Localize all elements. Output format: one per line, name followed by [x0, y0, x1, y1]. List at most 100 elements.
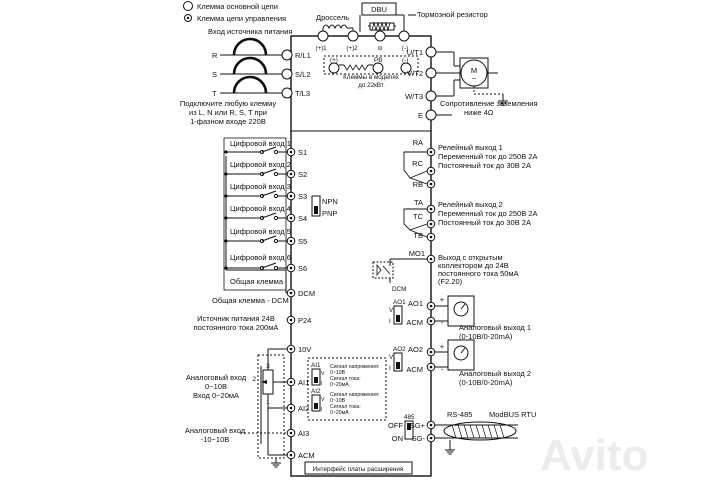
svg-text:Вход 0~20мА: Вход 0~20мА [193, 391, 239, 400]
svg-text:ModBUS RTU: ModBUS RTU [489, 410, 536, 419]
svg-text:(+): (+) [330, 57, 338, 64]
open-collector-output: MO1 DCM Выход с открытым коллектором до … [372, 249, 519, 293]
svg-text:0~10В: 0~10В [330, 398, 346, 404]
twisted-pair-shield [443, 421, 517, 441]
svg-text:из L, N или R, S, T при: из L, N или R, S, T при [189, 108, 267, 117]
svg-text:Общая клемма: Общая клемма [230, 277, 284, 286]
power-input-section: Вход источника питания R S T R/L1 S/L2 T… [180, 27, 311, 126]
svg-text:-10~10B: -10~10B [201, 435, 230, 444]
rs485-section: 485 OFF ON SG+ SG- RS-485 ModBUS RTU [388, 410, 536, 455]
svg-text:коллектором до 24В: коллектором до 24В [438, 261, 509, 270]
svg-text:MO1: MO1 [409, 249, 425, 258]
svg-text:Цифровой вход 2: Цифровой вход 2 [230, 160, 291, 169]
svg-text:+: + [440, 295, 445, 304]
svg-text:OFF: OFF [388, 421, 403, 430]
power-input-heading: Вход источника питания [208, 27, 292, 36]
svg-text:NPN: NPN [322, 197, 338, 206]
ai-switch-dashed-box [307, 357, 387, 421]
svg-text:Аналоговый выход 1: Аналоговый выход 1 [459, 323, 531, 332]
svg-text:TB: TB [413, 231, 423, 240]
svg-text:(+)1: (+)1 [315, 45, 327, 52]
optocoupler [372, 261, 394, 279]
svg-text:R/L1: R/L1 [295, 51, 311, 60]
svg-text:ON: ON [392, 434, 403, 443]
svg-text:V/T2: V/T2 [407, 69, 423, 78]
svg-text:AO1: AO1 [408, 299, 423, 308]
svg-text:Постоянный ток до 30В 2А: Постоянный ток до 30В 2А [438, 218, 531, 227]
svg-text:Релейный выход 2: Релейный выход 2 [438, 200, 503, 209]
svg-text:Сигнал напряжения:: Сигнал напряжения: [330, 364, 379, 370]
expansion-interface-label: Интерфейс платы расширения [313, 465, 404, 473]
svg-text:ACM: ACM [298, 451, 315, 460]
svg-text:1-фазном входе 220В: 1-фазном входе 220В [190, 117, 266, 126]
svg-text:DCM: DCM [298, 289, 315, 298]
svg-text:Avito: Avito [540, 431, 648, 480]
relay2-contact [403, 208, 428, 231]
svg-text:I: I [321, 381, 322, 387]
svg-text:(-): (-) [402, 45, 408, 52]
svg-text:S4: S4 [298, 214, 307, 223]
svg-text:Сигнал тока:: Сигнал тока: [330, 376, 361, 382]
di-switch-3 [224, 190, 291, 199]
svg-text:V: V [321, 397, 325, 403]
svg-text:PB: PB [374, 57, 382, 64]
svg-text:DCM: DCM [392, 286, 406, 293]
svg-text:RA: RA [413, 138, 423, 147]
legend-main-terminal: Клемма основной цепи [197, 2, 278, 11]
svg-text:10V: 10V [298, 345, 311, 354]
svg-text:Подключите любую клемму: Подключите любую клемму [180, 99, 277, 108]
svg-text:S3: S3 [298, 192, 307, 201]
svg-text:0~20мА: 0~20мА [330, 410, 349, 416]
svg-text:~: ~ [472, 74, 477, 83]
relay-outputs: RA RC RB Релейный выход 1 Переменный ток… [403, 138, 537, 242]
svg-text:Цифровой вход 3: Цифровой вход 3 [230, 182, 291, 191]
svg-text:T: T [212, 89, 217, 98]
svg-text:Источник питания 24В: Источник питания 24В [197, 314, 275, 323]
svg-text:S/L2: S/L2 [295, 70, 310, 79]
svg-text:(-): (-) [402, 57, 408, 64]
potentiometer-dashed-box [257, 354, 285, 459]
svg-text:P24: P24 [298, 316, 311, 325]
svg-text:TC: TC [413, 212, 424, 221]
svg-text:SG+: SG+ [410, 421, 426, 430]
svg-text:ACM: ACM [406, 318, 423, 327]
svg-text:AI2: AI2 [311, 388, 321, 395]
svg-text:⊖: ⊖ [377, 45, 382, 52]
svg-text:Цифровой вход 4: Цифровой вход 4 [230, 204, 291, 213]
di-switch-1 [224, 146, 291, 155]
svg-text:S5: S5 [298, 237, 307, 246]
svg-text:RB: RB [413, 180, 423, 189]
digital-inputs-box [223, 137, 287, 291]
svg-text:2: 2 [252, 376, 256, 383]
svg-text:TA: TA [414, 198, 423, 207]
expansion-interface-box [304, 461, 413, 475]
legend: Клемма основной цепи Клемма цепи управле… [183, 1, 286, 23]
svg-text:I: I [389, 318, 391, 325]
svg-text:Выход с открытым: Выход с открытым [438, 253, 503, 262]
brake-resistor-label: Тормозной резистор [417, 10, 488, 19]
svg-text:PNP: PNP [322, 209, 337, 218]
svg-text:(+)2: (+)2 [346, 45, 358, 52]
svg-text:M: M [471, 66, 477, 75]
motor-section: U/T1 V/T2 W/T3 E M ~ Сопротивление зазем… [405, 46, 538, 121]
svg-text:485: 485 [404, 414, 415, 421]
svg-text:0~10B: 0~10B [205, 382, 227, 391]
svg-text:-: - [441, 318, 444, 327]
svg-text:V: V [389, 354, 394, 361]
legend-control-terminal: Клемма цепи управления [197, 14, 286, 23]
svg-text:U/T1: U/T1 [407, 48, 423, 57]
svg-text:Переменный ток до 250В 2А: Переменный ток до 250В 2А [438, 152, 537, 161]
svg-text:Переменный ток до 250В 2А: Переменный ток до 250В 2А [438, 209, 537, 218]
svg-text:+: + [440, 342, 445, 351]
di-switch-2 [224, 168, 291, 177]
ao1-meter [447, 295, 475, 327]
svg-text:AI3: AI3 [298, 429, 309, 438]
choke-label: Дроссель [316, 13, 349, 22]
svg-text:E: E [418, 111, 423, 120]
svg-text:AO2: AO2 [408, 345, 423, 354]
svg-text:RC: RC [412, 159, 423, 168]
di-switch-4 [224, 212, 291, 221]
svg-text:Релейный выход 1: Релейный выход 1 [438, 143, 503, 152]
braking-section: DBU Дроссель Тормозной резистор (+)1 (+)… [315, 2, 488, 89]
